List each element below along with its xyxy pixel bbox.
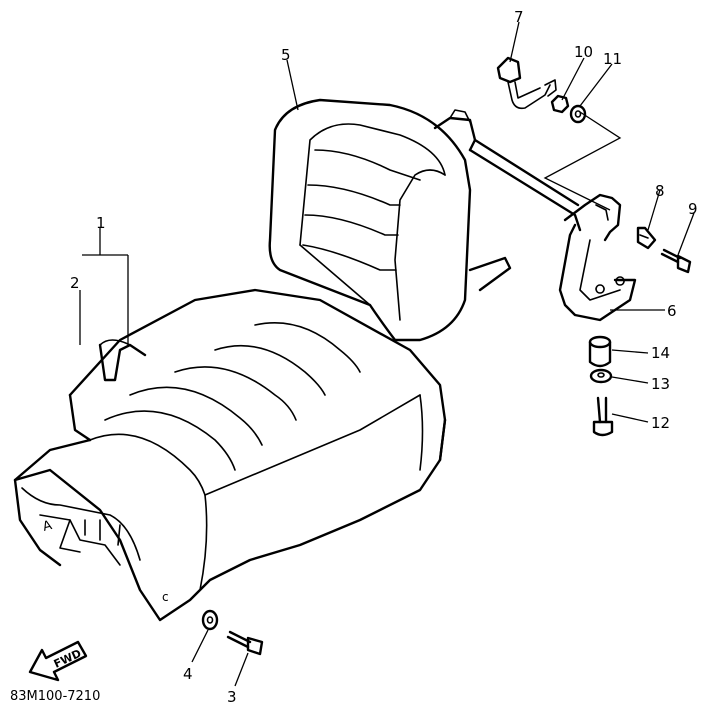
part-13-washer [589, 368, 613, 384]
part-7-rod [496, 56, 557, 110]
part-12-bolt [592, 396, 614, 437]
backrest [268, 98, 472, 342]
part-label-11: 11 [603, 50, 622, 68]
part-label-9: 9 [688, 200, 698, 218]
part-label-1: 1 [96, 214, 106, 232]
part-label-13: 13 [651, 375, 670, 393]
part-label-6: 6 [667, 302, 677, 320]
part-label-7: 7 [514, 8, 524, 26]
seat-cushion [13, 288, 447, 622]
part-8-clip [636, 226, 657, 250]
fwd-label: FWD [52, 647, 84, 671]
part-label-8: 8 [655, 182, 665, 200]
seat-letter-a: A [41, 518, 54, 535]
part-10-nut [550, 94, 570, 114]
part-label-3: 3 [227, 688, 237, 706]
part-3-bolt [226, 630, 264, 656]
leader-lines [79, 21, 695, 687]
part-label-14: 14 [651, 344, 670, 362]
part-9-bolt [660, 248, 692, 274]
backrest-bracket [433, 109, 637, 322]
part-label-5: 5 [281, 46, 291, 64]
part-label-4: 4 [183, 665, 193, 683]
part-11-washer [569, 104, 587, 124]
part-label-2: 2 [70, 274, 80, 292]
part-label-12: 12 [651, 414, 670, 432]
seat-letter-b: c [162, 590, 169, 604]
fwd-arrow: FWD [28, 640, 88, 682]
part-4-washer [201, 609, 219, 631]
diagram-code: 83M100-7210 [10, 689, 100, 704]
part-label-10: 10 [574, 43, 593, 61]
part-14-collar [588, 335, 612, 368]
